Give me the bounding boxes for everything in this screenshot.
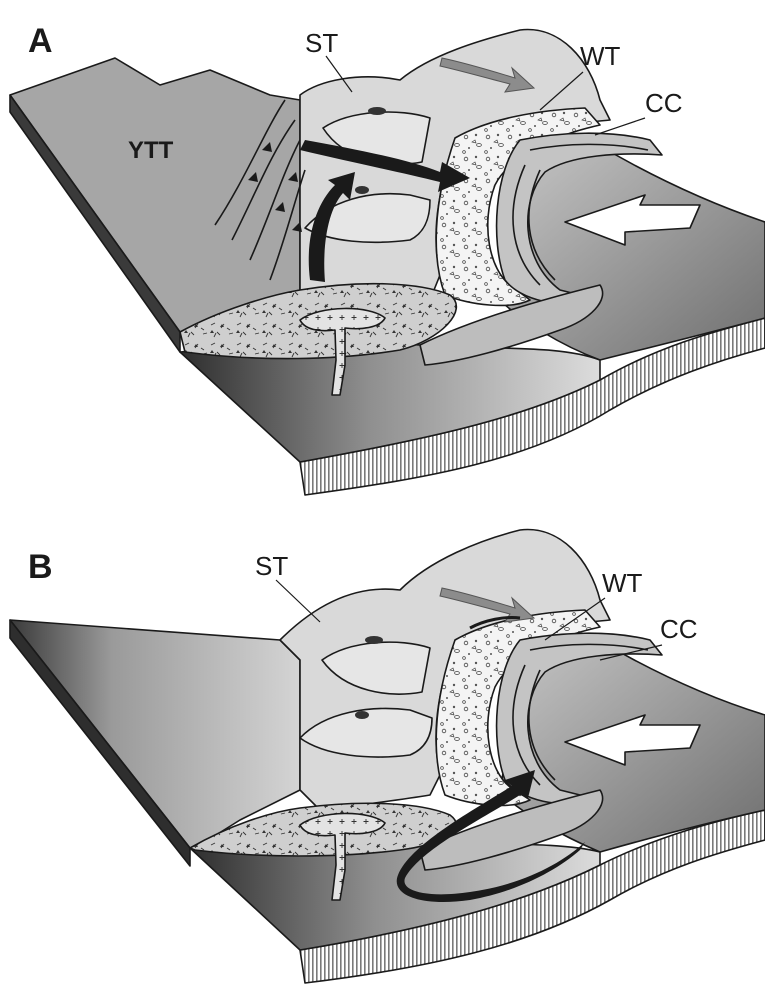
volcano-upper [368,107,386,115]
panel-b-letter: B [28,548,53,586]
label-st-b: ST [255,551,288,581]
panel-b: B ST WT CC [10,530,765,983]
ytt-plate [10,58,300,332]
label-wt-b: WT [602,568,643,598]
panel-a-letter: A [28,22,53,60]
volcano-lower [355,711,369,719]
volcano-lower [355,186,369,194]
label-st-a: ST [305,28,338,58]
label-cc-a: CC [645,88,683,118]
volcano-upper [365,636,383,644]
label-ytt: YTT [128,137,174,164]
label-wt-a: WT [580,41,621,71]
label-cc-b: CC [660,614,698,644]
panel-a: A ST WT CC YTT [10,22,765,495]
